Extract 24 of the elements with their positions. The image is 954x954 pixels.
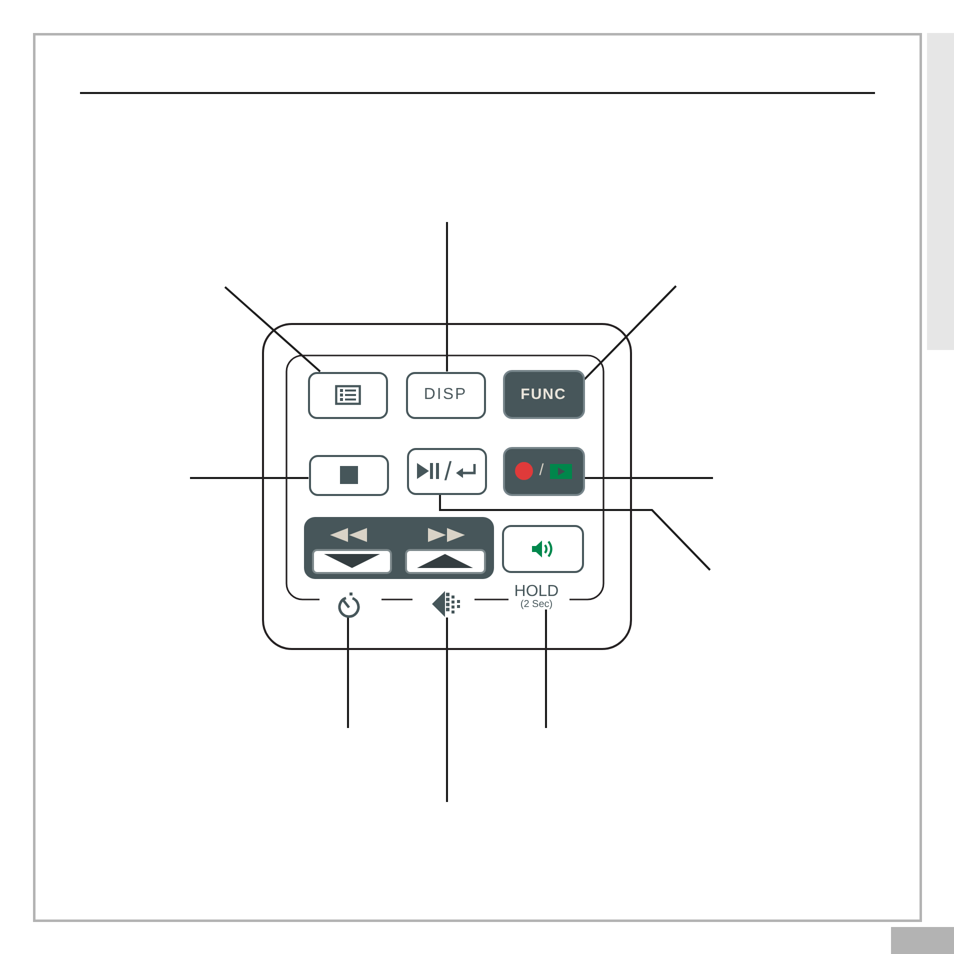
control-panel [262, 323, 632, 650]
leader-line [190, 477, 308, 479]
leader-line [347, 618, 349, 728]
text-button: DISP [406, 372, 486, 418]
leader-line [584, 477, 713, 479]
stop-button [308, 454, 388, 496]
text-button: FUNC [502, 370, 584, 418]
leader-line [446, 222, 448, 372]
key-label: HOLD [514, 584, 559, 598]
leader-line [584, 285, 677, 380]
speaker-button [502, 524, 584, 572]
play-pause-button: / [406, 448, 486, 494]
record-play-button: / [502, 446, 584, 496]
leader-line [545, 610, 547, 728]
leader-line [446, 618, 448, 802]
list-button [308, 372, 388, 418]
key-pad [304, 516, 494, 578]
down-button [312, 548, 392, 574]
leader-line [439, 494, 711, 571]
duration-note: (2 Sec) [520, 598, 553, 610]
arrow-icon [432, 590, 462, 618]
leader-line [224, 286, 321, 372]
timer-icon [336, 592, 360, 618]
up-button [404, 548, 486, 574]
